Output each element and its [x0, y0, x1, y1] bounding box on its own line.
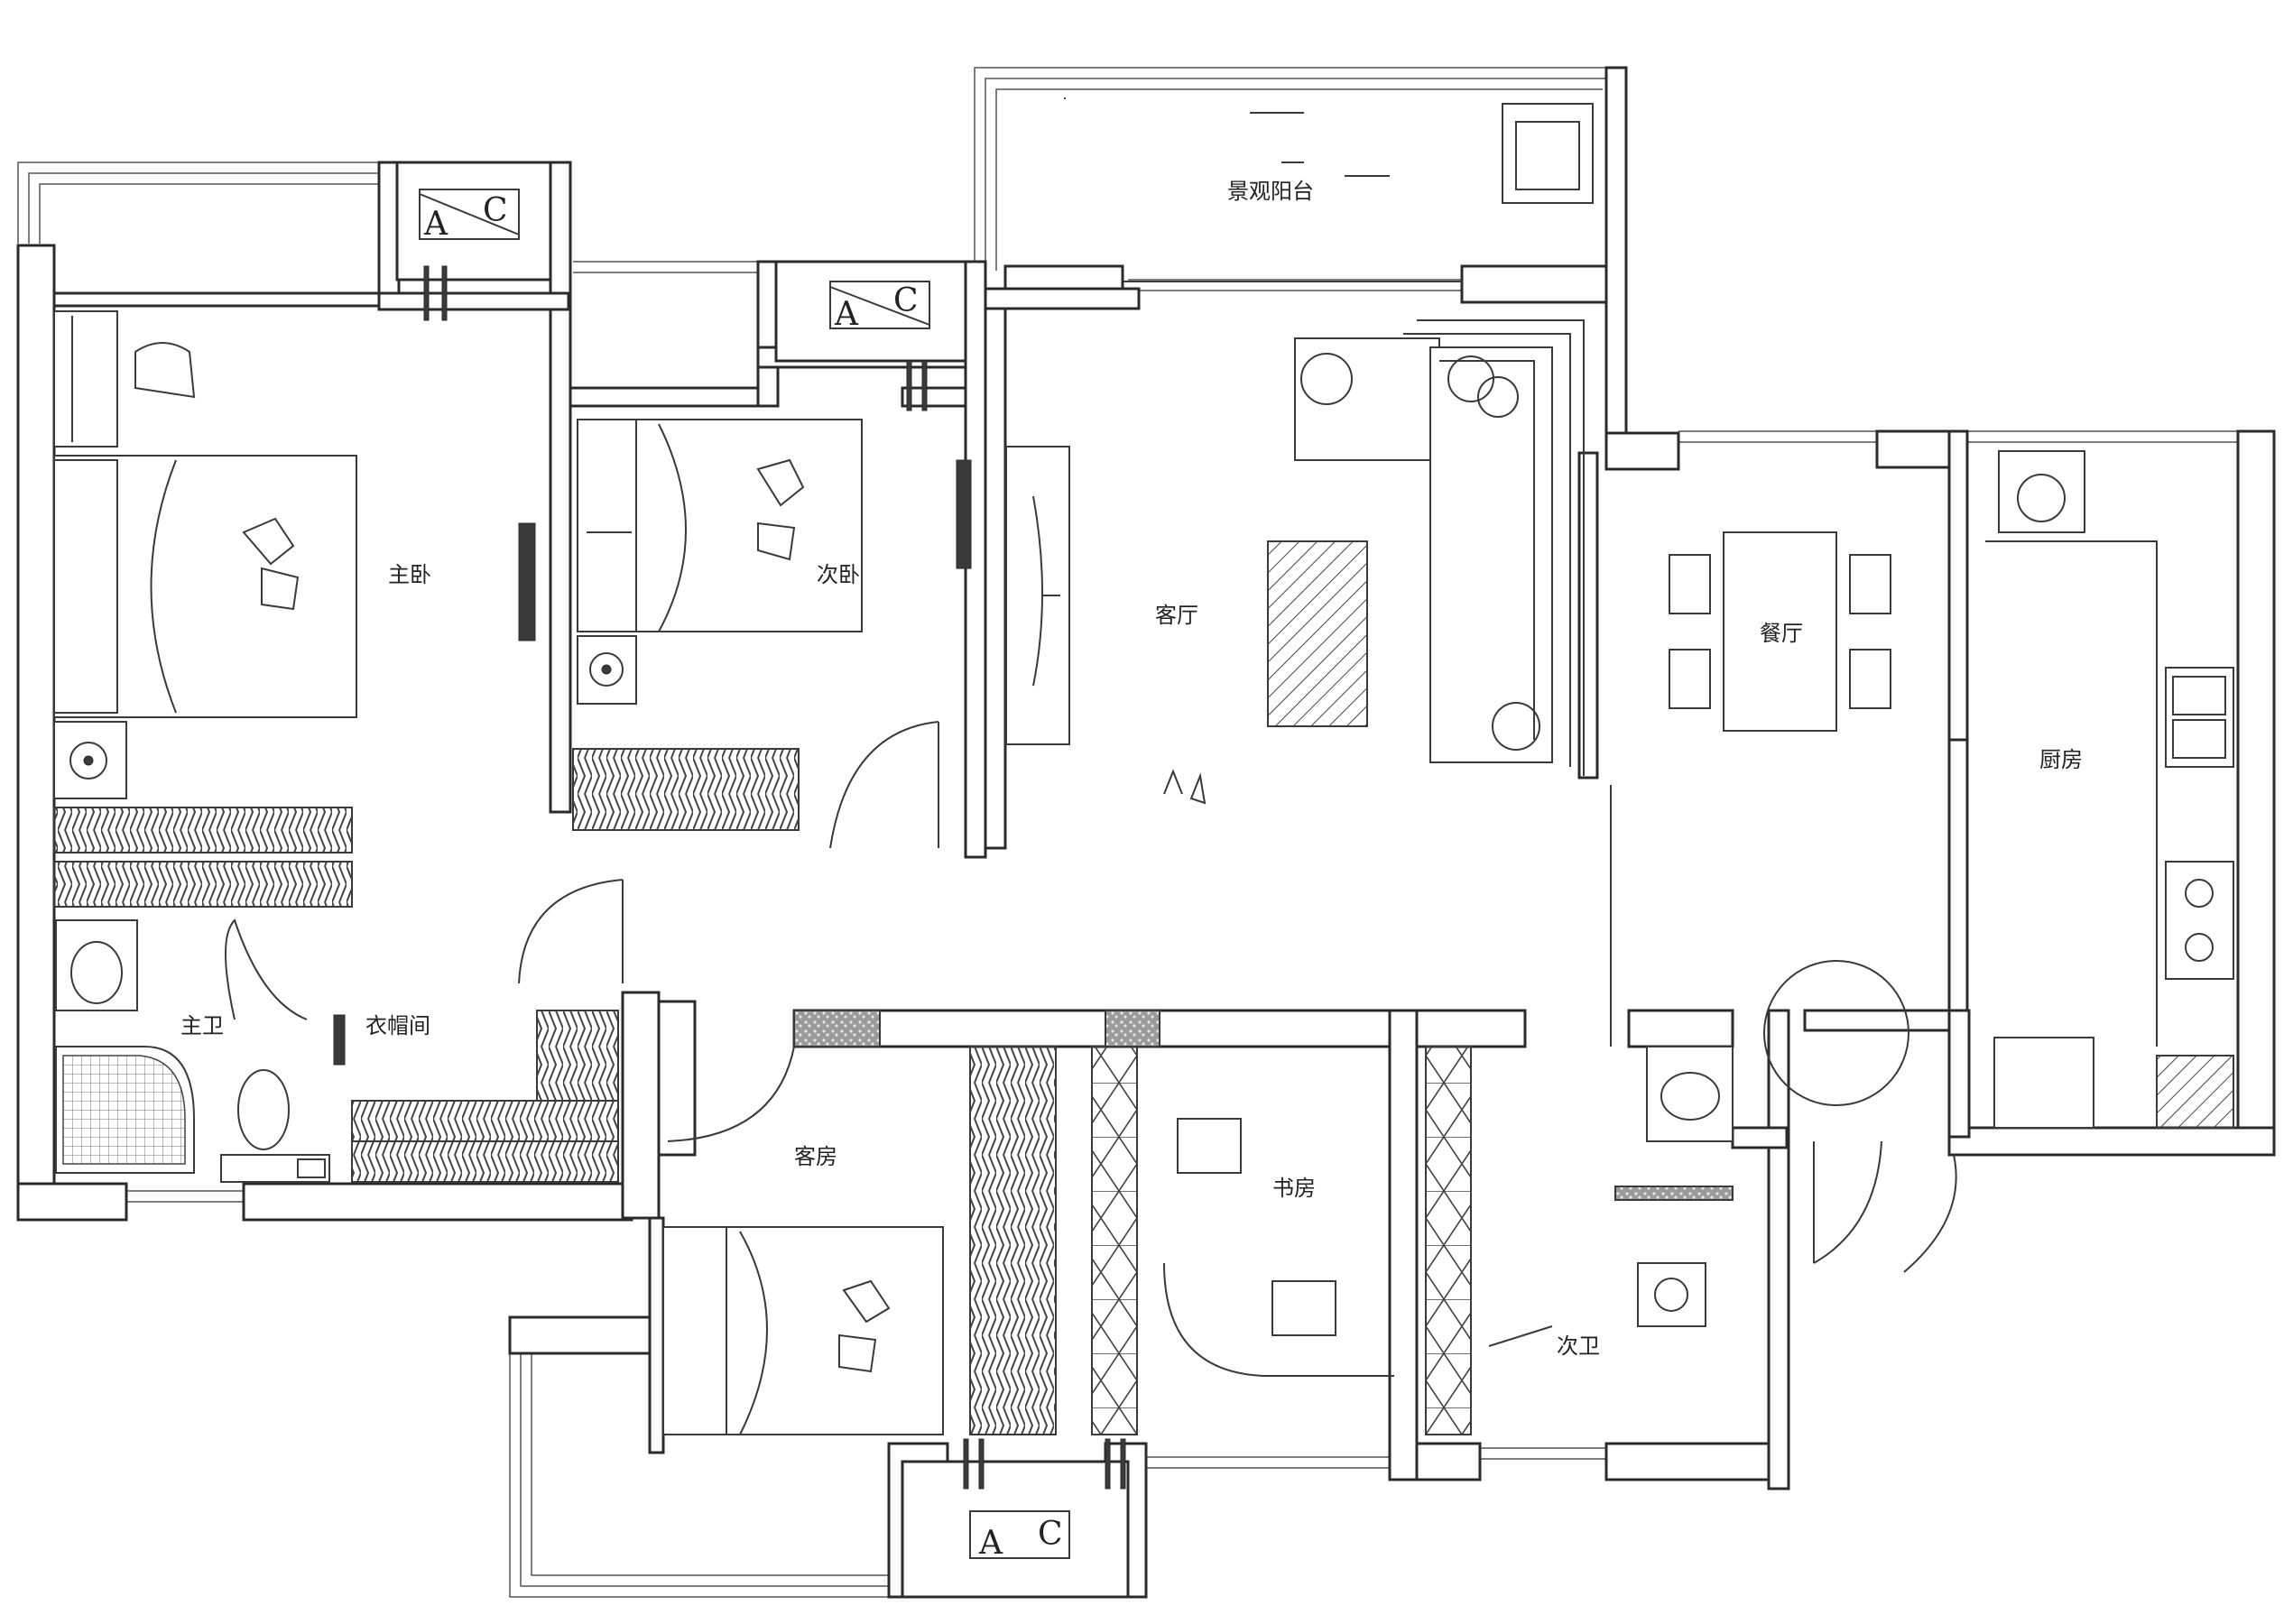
ac-label-c: C — [893, 282, 919, 319]
room-labels: 主卧 次卧 客厅 餐厅 厨房 景观阳台 主卫 衣帽间 客房 书房 次卫 — [180, 179, 2083, 1359]
ac-unit-guest: A C — [969, 1510, 1070, 1562]
master-bedroom — [53, 310, 536, 908]
master-bath — [55, 919, 346, 1183]
railings — [17, 67, 2275, 1598]
ac-label-c: C — [483, 192, 508, 229]
closet — [225, 918, 619, 1183]
walls — [16, 66, 2276, 1599]
label-second-bedroom: 次卧 — [817, 562, 860, 587]
ac-unit-master: A C — [419, 189, 520, 243]
label-study: 书房 — [1272, 1176, 1316, 1201]
ac-pipes — [423, 265, 1126, 1490]
kitchen — [1610, 450, 2234, 1129]
ac-label-a: A — [834, 296, 859, 333]
label-kitchen: 厨房 — [2039, 747, 2083, 772]
label-master-bedroom: 主卧 — [388, 562, 431, 587]
ac-unit-second: A C — [829, 281, 930, 333]
door-swings — [518, 879, 1957, 1273]
study — [1105, 1010, 1472, 1435]
label-dining-room: 餐厅 — [1760, 621, 1803, 646]
label-closet: 衣帽间 — [365, 1013, 430, 1038]
second-bedroom — [572, 419, 972, 849]
guest-room — [662, 1010, 1138, 1435]
ac-label-a: A — [423, 206, 448, 243]
label-second-bath: 次卫 — [1557, 1333, 1600, 1359]
label-guest-room: 客房 — [794, 1144, 837, 1169]
dining-room — [1669, 531, 1891, 732]
label-master-bath: 主卫 — [180, 1013, 224, 1038]
ac-label-a: A — [978, 1525, 1003, 1562]
label-living-room: 客厅 — [1155, 603, 1198, 628]
second-bath — [1488, 1046, 1734, 1347]
ac-label-c: C — [1038, 1516, 1063, 1553]
living-room — [1005, 281, 1585, 805]
balcony — [1064, 97, 1594, 204]
label-balcony: 景观阳台 — [1227, 179, 1314, 204]
